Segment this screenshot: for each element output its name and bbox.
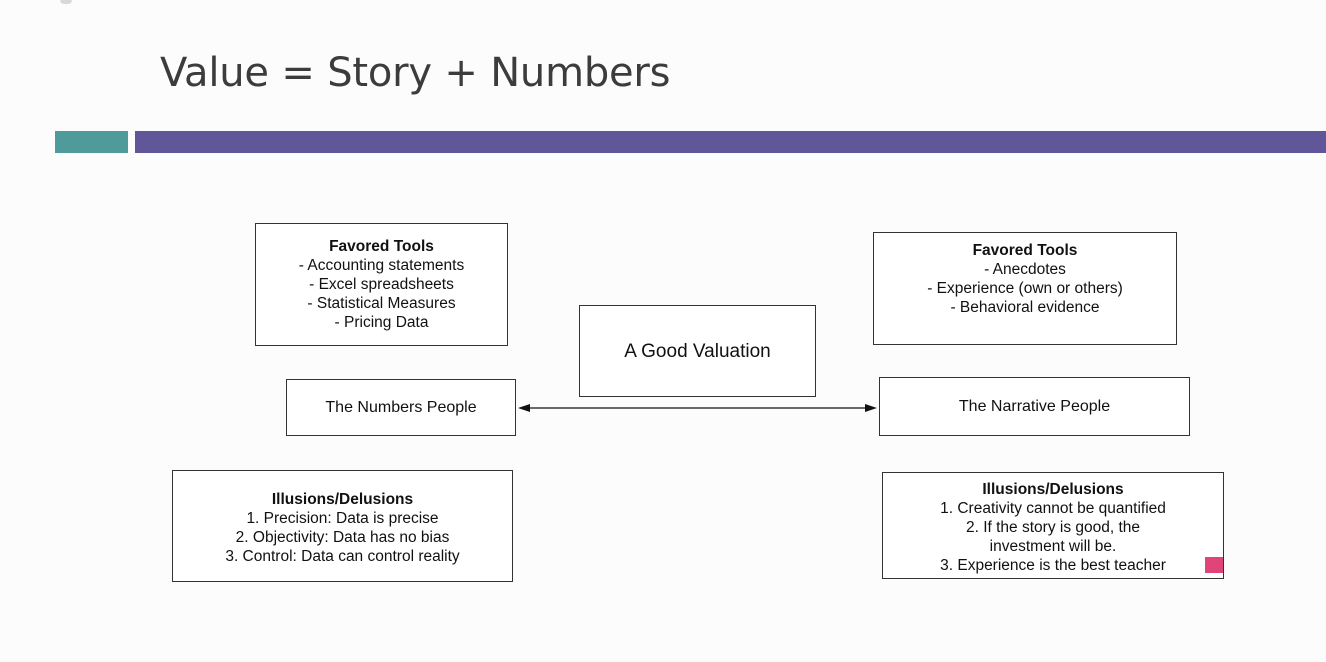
numbers-illusion-item: 1. Precision: Data is precise [246, 510, 439, 527]
narrative-tool-item: - Anecdotes [984, 261, 1066, 278]
numbers-tool-item: - Pricing Data [334, 314, 429, 331]
narrative-illusions-box: Illusions/Delusions 1. Creativity cannot… [882, 472, 1224, 579]
narrative-favored-tools-box: Favored Tools - Anecdotes - Experience (… [873, 232, 1177, 345]
numbers-illusion-item: 3. Control: Data can control reality [225, 548, 460, 565]
numbers-people-box: The Numbers People [286, 379, 516, 436]
narrative-illusion-item: 3. Experience is the best teacher [940, 557, 1166, 574]
narrative-illusion-item: 1. Creativity cannot be quantified [940, 500, 1166, 517]
title-accent-bar-teal [55, 131, 128, 153]
narrative-people-box: The Narrative People [879, 377, 1190, 436]
numbers-tool-item: - Statistical Measures [307, 295, 456, 312]
numbers-tool-item: - Accounting statements [298, 257, 465, 274]
numbers-favored-tools-heading: Favored Tools [329, 238, 434, 255]
highlight-marker [1205, 557, 1223, 573]
narrative-illusion-item: investment will be. [989, 538, 1117, 555]
numbers-favored-tools-box: Favored Tools - Accounting statements - … [255, 223, 508, 346]
numbers-illusions-heading: Illusions/Delusions [271, 491, 414, 508]
numbers-people-label: The Numbers People [325, 399, 477, 416]
slide-title: Value = Story + Numbers [160, 50, 671, 96]
numbers-tool-item: - Excel spreadsheets [309, 276, 454, 293]
narrative-illusions-heading: Illusions/Delusions [982, 481, 1124, 498]
numbers-illusions-box: Illusions/Delusions 1. Precision: Data i… [172, 470, 513, 582]
narrative-tool-item: - Experience (own or others) [927, 280, 1123, 297]
narrative-illusion-item: 2. If the story is good, the [965, 519, 1141, 536]
title-accent-bar-purple [135, 131, 1326, 153]
good-valuation-label: A Good Valuation [624, 340, 771, 362]
good-valuation-box: A Good Valuation [579, 305, 816, 397]
narrative-favored-tools-heading: Favored Tools [972, 242, 1078, 259]
numbers-illusion-item: 2. Objectivity: Data has no bias [235, 529, 450, 546]
narrative-people-label: The Narrative People [958, 398, 1111, 415]
corner-dot [60, 0, 72, 4]
narrative-tool-item: - Behavioral evidence [950, 299, 1100, 316]
